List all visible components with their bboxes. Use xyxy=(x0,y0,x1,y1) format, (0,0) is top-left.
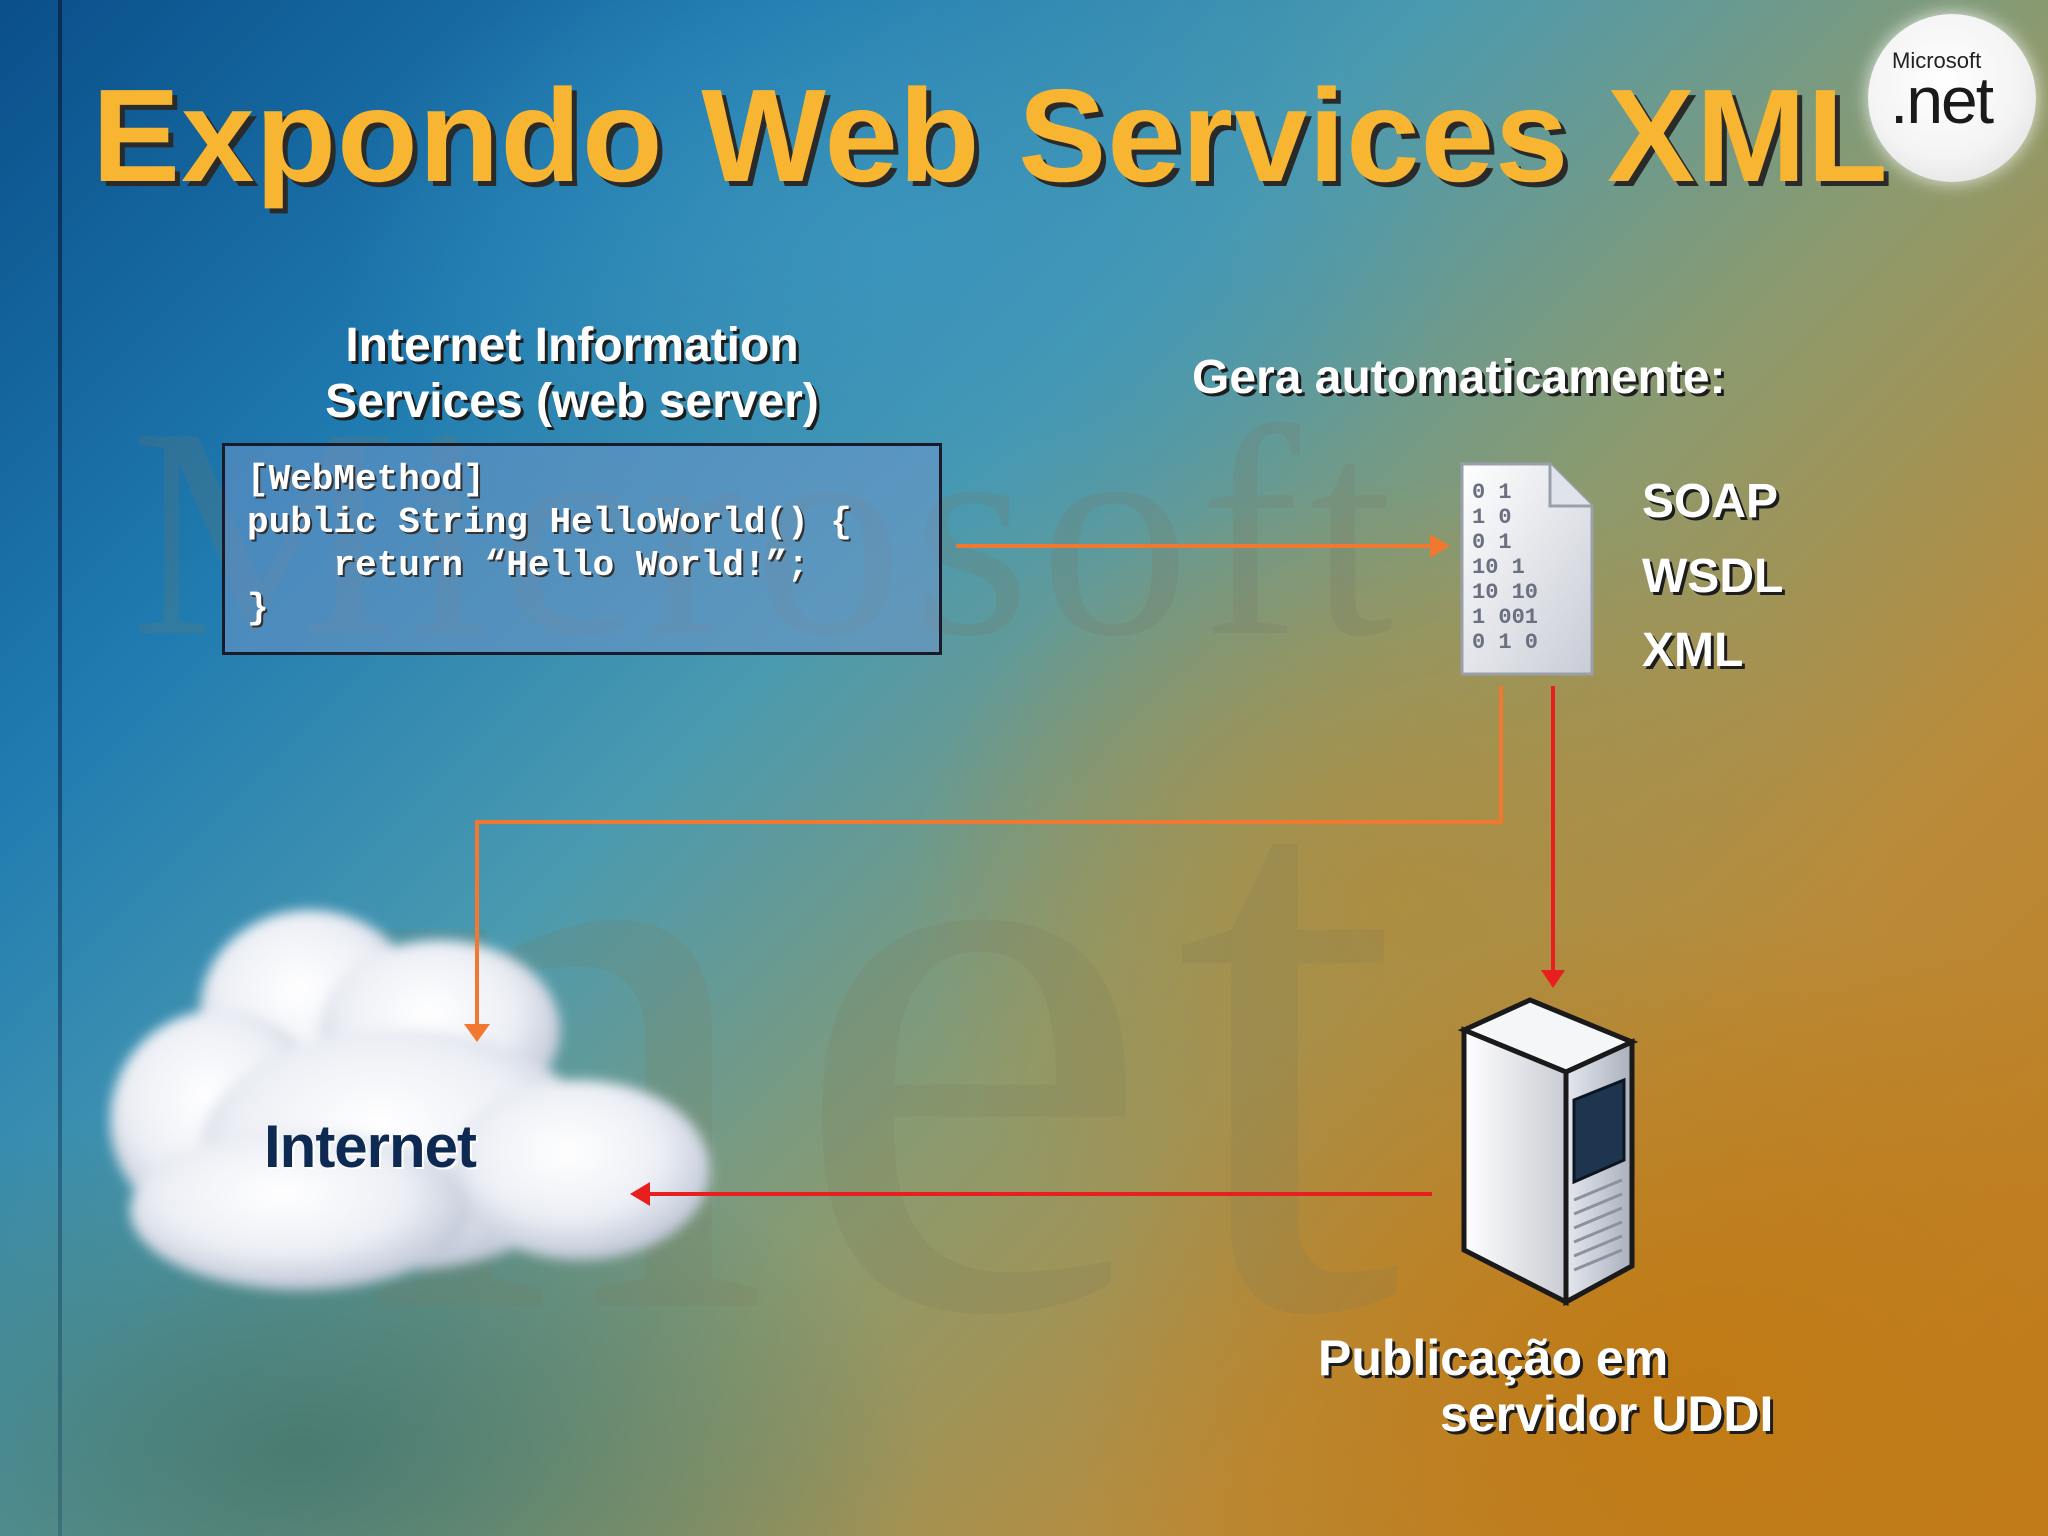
arrow-doc-to-internet xyxy=(475,686,1503,1030)
arrowhead xyxy=(1430,534,1450,558)
logo-net-text: .net xyxy=(1890,63,1994,137)
format-xml: XML xyxy=(1642,624,1744,677)
binary-document-icon: 0 1 1 0 0 1 10 1 10 10 1 001 0 1 0 xyxy=(1460,462,1594,676)
code-block: [WebMethod]public String HelloWorld() { … xyxy=(247,458,852,630)
web-server-label-line1: Internet Information xyxy=(345,319,799,372)
code-line: return “Hello World!”; xyxy=(247,545,809,586)
web-server-label: Internet Information Services (web serve… xyxy=(272,318,872,430)
doc-bits-line: 0 1 xyxy=(1472,530,1512,555)
arrowhead xyxy=(1541,970,1565,988)
format-soap: SOAP xyxy=(1642,475,1779,528)
web-server-label-line2: Services (web server) xyxy=(325,375,819,428)
doc-bits-line: 0 1 xyxy=(1472,480,1512,505)
internet-label: Internet xyxy=(264,1113,477,1180)
uddi-label-line1: Publicação em xyxy=(1318,1330,1669,1386)
arrowhead xyxy=(630,1182,650,1206)
uddi-label-line2: servidor UDDI xyxy=(1440,1386,1774,1442)
microsoft-net-logo: Microsoft .net xyxy=(1868,14,2036,182)
arrowhead xyxy=(464,1024,490,1042)
doc-bits-line: 0 1 0 xyxy=(1472,630,1538,655)
slide-title: Expondo Web Services XML xyxy=(92,62,1889,209)
uddi-label: Publicação em servidor UDDI xyxy=(1318,1330,1773,1442)
code-box: [WebMethod]public String HelloWorld() { … xyxy=(222,443,942,655)
cloud-icon xyxy=(110,910,710,1290)
format-wsdl: WSDL xyxy=(1642,550,1784,603)
doc-bits-line: 1 001 xyxy=(1472,605,1538,630)
logo-microsoft-text: Microsoft xyxy=(1892,48,1982,73)
generated-heading: Gera automaticamente: xyxy=(1192,351,1726,404)
doc-bits-line: 1 0 xyxy=(1472,505,1512,530)
code-line: } xyxy=(247,588,269,629)
code-line: public String HelloWorld() { xyxy=(247,502,852,543)
left-edge-line xyxy=(58,0,62,1536)
server-icon xyxy=(1457,997,1639,1307)
doc-bits-line: 10 10 xyxy=(1472,580,1538,605)
code-line: [WebMethod] xyxy=(247,459,485,500)
doc-bits-line: 10 1 xyxy=(1472,555,1525,580)
